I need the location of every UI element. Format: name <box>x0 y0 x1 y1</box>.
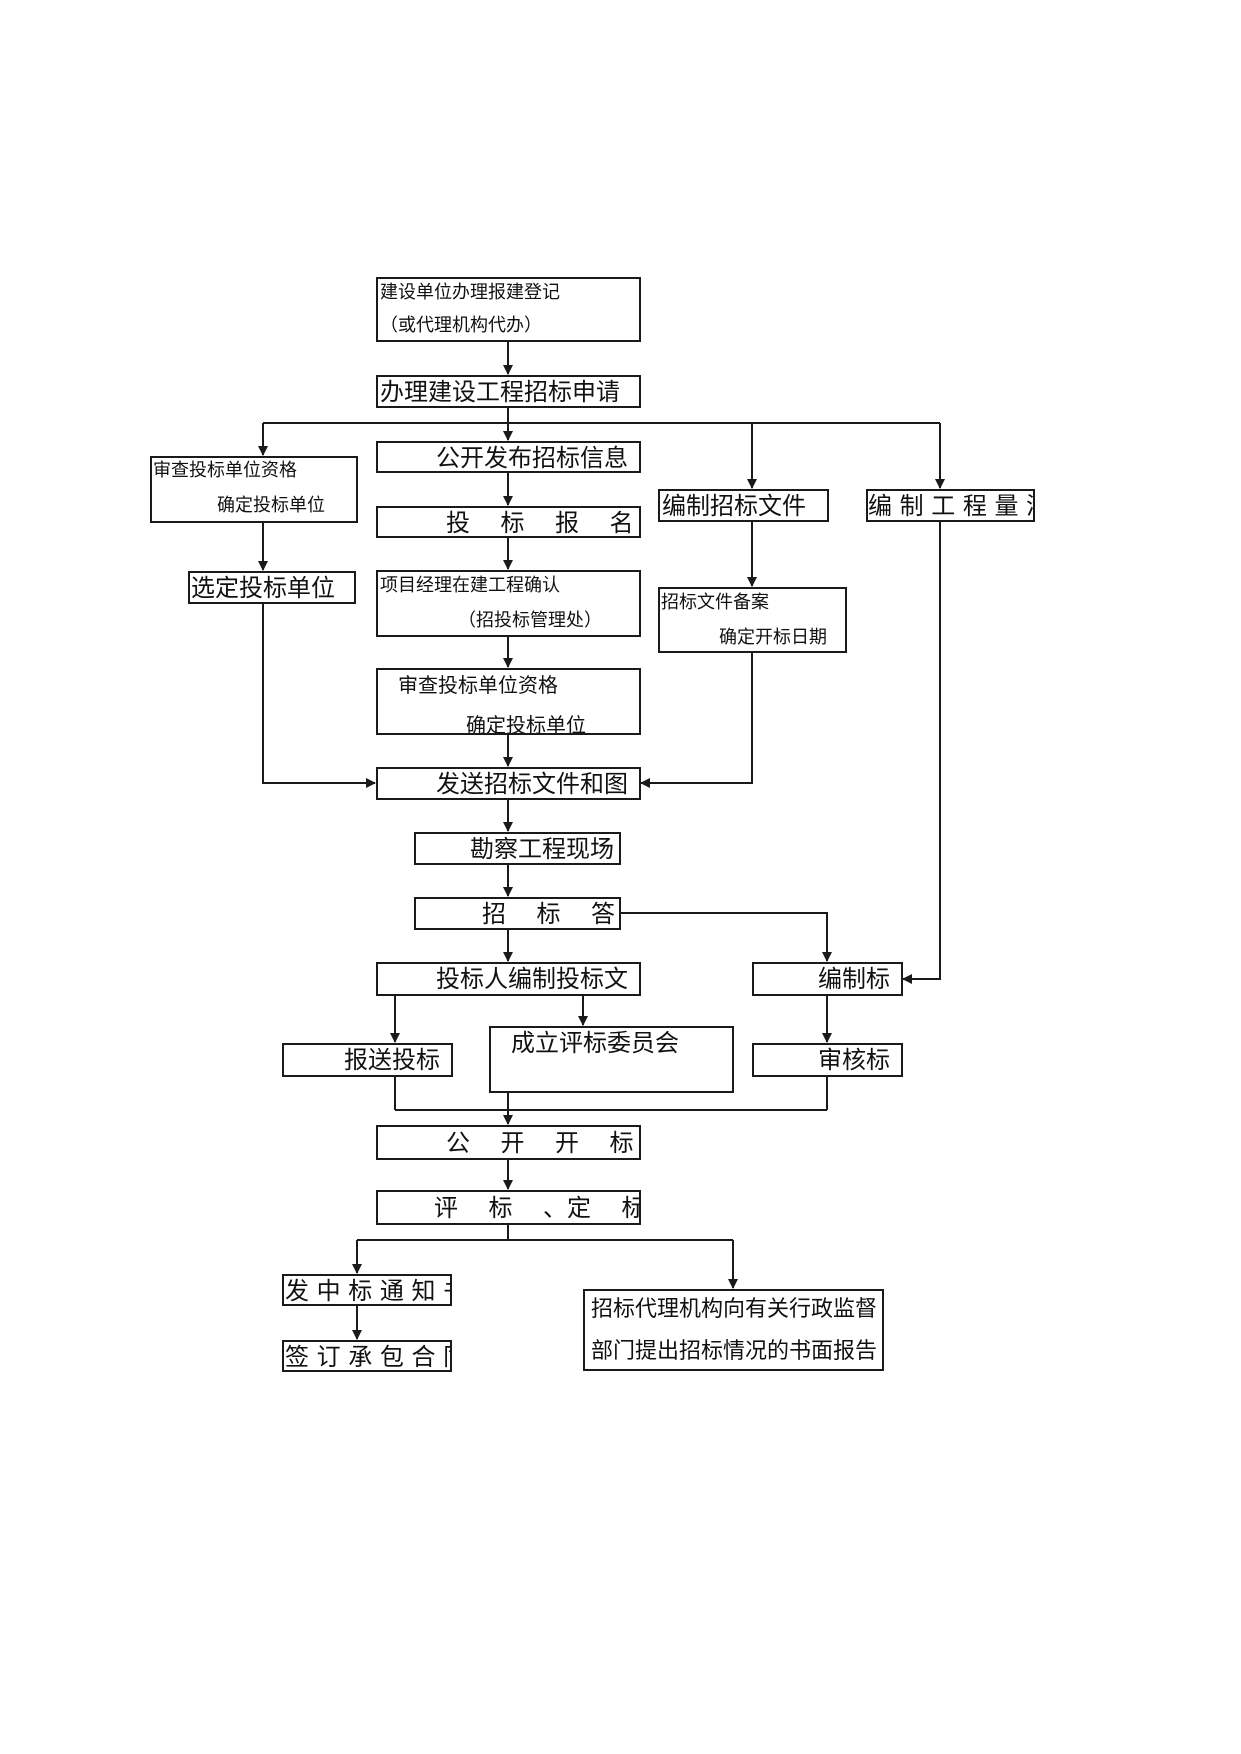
node-n13-text: 勘察工程现场 <box>470 835 614 863</box>
node-n2-text: 办理建设工程招标申请 <box>380 378 620 406</box>
node-n3-text: 公开发布招标信息 <box>436 444 628 472</box>
node-tender-document-filing: 招标文件备案 确定开标日期 <box>658 587 847 653</box>
node-n18-text: 成立评标委员会 <box>511 1029 679 1057</box>
node-issue-award-notice: 发 中 标 通 知 书 <box>282 1274 452 1306</box>
node-tender-application: 办理建设工程招标申请 <box>376 375 641 408</box>
node-evaluation-award: 评 标 、定 标 <box>376 1190 641 1225</box>
node-n10-line1: 招标文件备案 <box>661 592 769 613</box>
node-submit-bids: 报送投标 <box>282 1043 453 1077</box>
node-n1-line1: 建设单位办理报建登记 <box>380 282 560 303</box>
arrow-n8-n12 <box>262 604 376 788</box>
node-prepare-tender-baseline: 编制标 <box>752 962 903 996</box>
node-send-tender-documents-drawings: 发送招标文件和图 <box>376 767 641 800</box>
node-n4-line1: 审查投标单位资格 <box>153 460 297 481</box>
node-n5-text: 编制招标文件 <box>662 492 806 520</box>
arrow-n10-n12 <box>640 653 753 788</box>
node-n19-text: 审核标 <box>818 1046 890 1074</box>
node-n11-line2: 确定投标单位 <box>466 713 586 735</box>
node-prepare-bill-of-quantities: 编 制 工 程 量 清 <box>866 489 1035 522</box>
node-sign-contract: 签 订 承 包 合 同 <box>282 1340 452 1372</box>
node-tender-clarification: 招 标 答 <box>414 897 621 930</box>
node-form-evaluation-committee: 成立评标委员会 <box>489 1026 734 1093</box>
node-n23-line2: 部门提出招标情况的书面报告 <box>591 1339 878 1364</box>
node-select-bidders: 选定投标单位 <box>188 571 356 604</box>
node-bidders-prepare-bids: 投标人编制投标文 <box>376 962 641 996</box>
node-n21-text: 评 标 、定 标 <box>434 1194 641 1222</box>
arrow-n6-n16 <box>902 522 941 984</box>
node-project-manager-confirmation: 项目经理在建工程确认 （招投标管理处） <box>376 570 641 637</box>
node-n16-text: 编制标 <box>818 965 890 993</box>
node-n11-line1: 审查投标单位资格 <box>398 673 558 697</box>
node-n20-text: 公 开 开 标 <box>446 1129 634 1157</box>
arrow-n14-n16 <box>621 912 832 962</box>
node-n9-line2: （招投标管理处） <box>458 610 602 631</box>
node-public-bid-opening: 公 开 开 标 <box>376 1125 641 1160</box>
node-report-to-supervisory-authority: 招标代理机构向有关行政监督 部门提出招标情况的书面报告 <box>583 1289 884 1371</box>
node-prepare-tender-documents: 编制招标文件 <box>658 489 829 522</box>
node-n7-text: 投 标 报 名 <box>446 509 634 537</box>
node-bid-registration: 投 标 报 名 <box>376 506 641 538</box>
node-site-survey: 勘察工程现场 <box>414 832 621 865</box>
node-n17-text: 报送投标 <box>344 1046 440 1074</box>
node-n10-line2: 确定开标日期 <box>719 627 827 648</box>
node-n15-text: 投标人编制投标文 <box>436 965 628 993</box>
node-n1-line2: （或代理机构代办） <box>380 315 542 336</box>
node-n14-text: 招 标 答 <box>482 900 616 928</box>
node-review-bidder-qualification-left: 审查投标单位资格 确定投标单位 <box>150 456 358 523</box>
node-n8-text: 选定投标单位 <box>191 574 335 602</box>
node-construction-registration: 建设单位办理报建登记 （或代理机构代办） <box>376 277 641 342</box>
node-n23-line1: 招标代理机构向有关行政监督 <box>591 1297 878 1322</box>
node-n4-line2: 确定投标单位 <box>217 495 325 516</box>
node-n9-line1: 项目经理在建工程确认 <box>380 575 560 596</box>
node-publish-tender-info: 公开发布招标信息 <box>376 441 641 473</box>
node-review-tender-baseline: 审核标 <box>752 1043 903 1077</box>
node-n22-text: 发 中 标 通 知 书 <box>285 1277 452 1305</box>
node-n12-text: 发送招标文件和图 <box>436 770 628 798</box>
node-n6-text: 编 制 工 程 量 清 <box>868 492 1035 520</box>
node-review-bidder-qualification-center: 审查投标单位资格 确定投标单位 <box>376 668 641 735</box>
node-n24-text: 签 订 承 包 合 同 <box>285 1343 452 1371</box>
